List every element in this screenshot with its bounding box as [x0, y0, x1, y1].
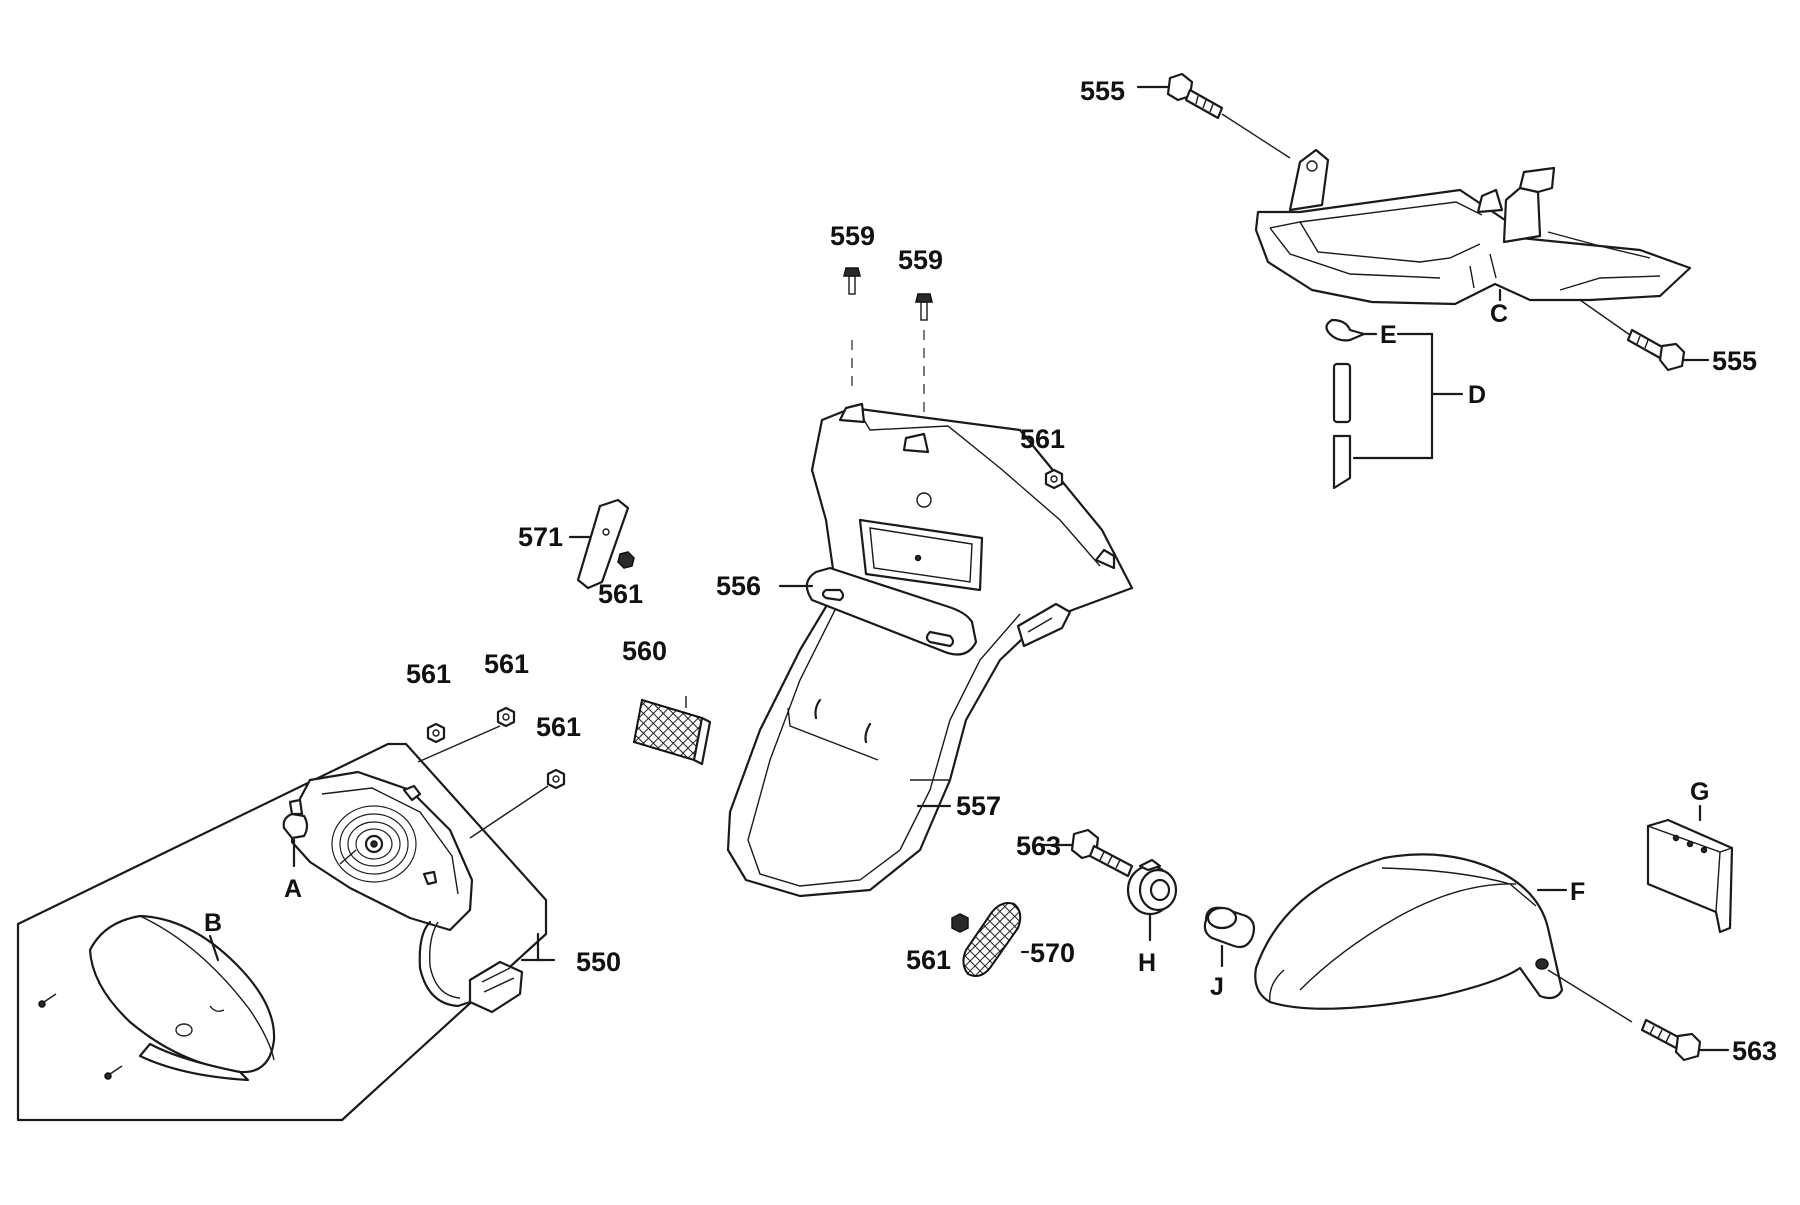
taillight-assembly-550: 561 561 561 A 550: [16, 649, 621, 1122]
grommet-h: H: [1126, 858, 1178, 977]
label-563-left: 563: [1016, 831, 1061, 861]
label-559-right: 559: [898, 245, 943, 275]
bracket-c: [1254, 148, 1692, 306]
bolt-555-top: [1136, 72, 1224, 120]
nut-561-left-2: [496, 706, 516, 728]
label-555-right: 555: [1712, 346, 1757, 376]
nut-561-bottom: 561: [906, 913, 969, 975]
label-d: D: [1468, 381, 1486, 409]
label-g: G: [1690, 778, 1709, 806]
lens-b: [88, 914, 276, 1074]
screw-559-left: [843, 267, 861, 295]
reflector-560: [632, 698, 704, 762]
label-b: B: [204, 909, 222, 937]
bolt-555-right: [1626, 328, 1710, 372]
rear-fender-557: [726, 406, 1134, 898]
nut-561-left-1: [426, 722, 446, 744]
label-555-top: 555: [1080, 76, 1125, 106]
label-563-right: 563: [1732, 1036, 1777, 1066]
label-557: 557: [956, 791, 1001, 821]
clip-e: [1325, 318, 1366, 342]
collar-j: J: [1203, 906, 1256, 1001]
assembly-frame: [16, 742, 548, 1122]
label-h: H: [1138, 949, 1156, 977]
label-571: 571: [518, 522, 563, 552]
label-556: 556: [716, 571, 761, 601]
bolt-563-right: 563: [1640, 1018, 1777, 1066]
label-c: C: [1490, 300, 1508, 328]
bolt-563-left: 563: [1016, 828, 1134, 878]
reflector-570: [962, 902, 1022, 977]
taillight-housing: [290, 770, 474, 932]
label-561-left-2: 561: [484, 649, 529, 679]
screw-559-right: [915, 293, 933, 321]
nut-561-top: 561: [1020, 424, 1065, 490]
label-561-bottom: 561: [906, 945, 951, 975]
label-e: E: [1380, 321, 1397, 349]
label-a: A: [284, 875, 302, 903]
reflector-570-group: 570: [962, 902, 1075, 977]
hose-d-group: E D: [1325, 318, 1486, 490]
label-561-left-3: 561: [536, 712, 581, 742]
hose-lower: [1332, 434, 1352, 490]
label-559-left: 559: [830, 221, 875, 251]
plate-571-group: 571 561: [518, 498, 643, 609]
front-fender-f-group: F: [1254, 853, 1633, 1023]
lens-screw-1: [38, 993, 57, 1008]
label-j: J: [1210, 973, 1224, 1001]
label-570: 570: [1030, 938, 1075, 968]
front-fender-f: [1254, 853, 1564, 1010]
bracket-c-group: 555 555 C: [1080, 72, 1757, 376]
label-550: 550: [576, 947, 621, 977]
label-f: F: [1570, 878, 1585, 906]
mudflap-g: G: [1646, 778, 1734, 934]
label-560: 560: [622, 636, 667, 666]
bulb-a: [282, 812, 309, 840]
rear-fender-group: 559 559 556 557: [716, 221, 1134, 898]
hose-upper: [1332, 362, 1352, 424]
reflector-560-group: 560: [622, 636, 712, 766]
lens-screw-2: [104, 1065, 123, 1080]
label-561-top: 561: [1020, 424, 1065, 454]
label-561-near-571: 561: [598, 579, 643, 609]
nut-561-left-3: [546, 768, 566, 790]
label-561-left-1: 561: [406, 659, 451, 689]
plate-571: [576, 498, 630, 590]
